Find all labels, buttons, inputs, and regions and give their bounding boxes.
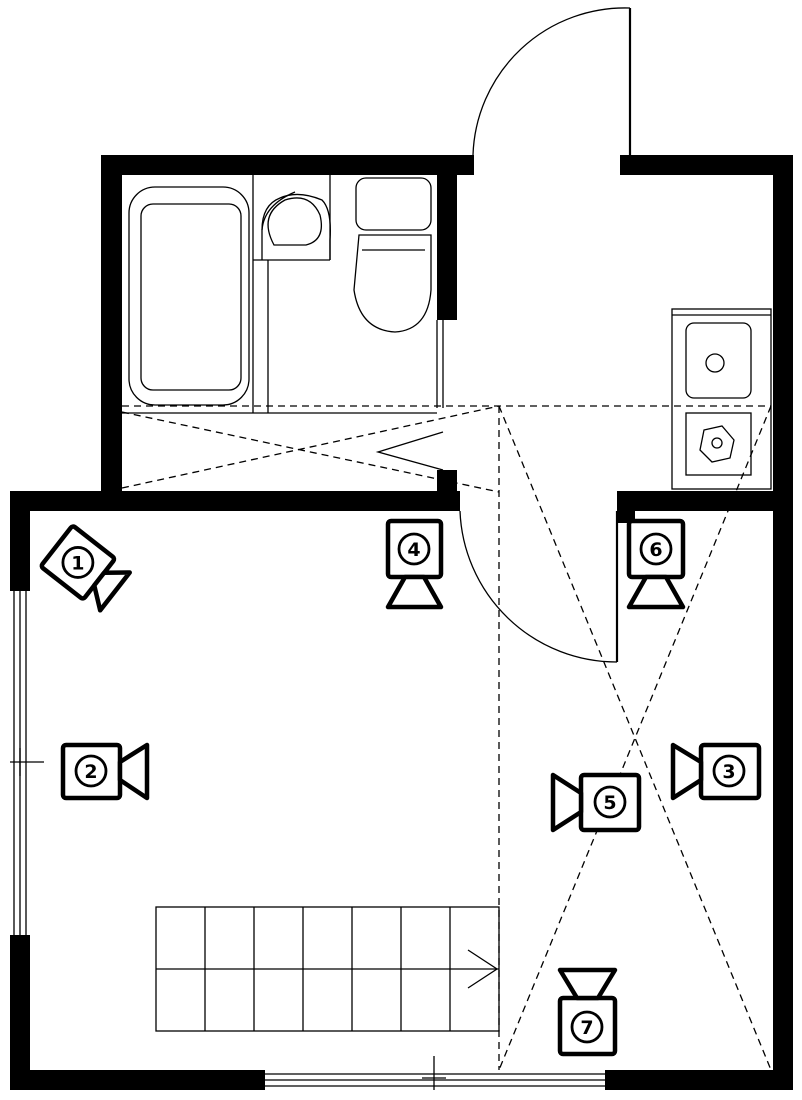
wall-mid-right-stub xyxy=(617,491,635,523)
kitchen-counter xyxy=(671,308,772,490)
wall-bath-partition xyxy=(437,165,457,320)
bathroom-folding-door xyxy=(375,320,444,471)
camera-1-label: 1 xyxy=(71,552,84,574)
camera-5[interactable]: 5 xyxy=(550,772,642,833)
camera-6[interactable]: 6 xyxy=(626,518,686,610)
wall-left-upper xyxy=(10,491,30,591)
washbasin xyxy=(253,175,331,261)
sight-lines xyxy=(121,405,772,1071)
camera-7-label: 7 xyxy=(580,1017,593,1039)
toilet xyxy=(353,177,432,333)
walls xyxy=(10,155,793,1090)
camera-7[interactable]: 7 xyxy=(557,967,618,1057)
inner-door xyxy=(459,510,619,663)
camera-3-label: 3 xyxy=(722,761,735,783)
bathtub xyxy=(122,175,437,414)
camera-6-label: 6 xyxy=(649,539,662,561)
wall-bath-top xyxy=(101,155,474,175)
camera-2-label: 2 xyxy=(84,761,97,783)
wall-entry-top xyxy=(620,155,793,175)
staircase xyxy=(155,906,500,1032)
camera-4-label: 4 xyxy=(407,539,420,561)
wall-bottom-left xyxy=(10,1070,265,1090)
wall-bath-left xyxy=(101,155,122,510)
window-bottom xyxy=(265,1056,605,1090)
camera-3[interactable]: 3 xyxy=(670,742,762,801)
wall-mid-left xyxy=(10,491,460,511)
camera-4[interactable]: 4 xyxy=(385,518,444,610)
wall-bottom-right xyxy=(605,1070,793,1090)
wall-mid-right xyxy=(617,491,793,511)
camera-5-label: 5 xyxy=(603,792,616,814)
wall-right xyxy=(773,155,793,1090)
camera-1[interactable]: 1 xyxy=(39,524,132,613)
window-left xyxy=(10,591,44,935)
camera-2[interactable]: 2 xyxy=(60,742,150,801)
wall-left-lower xyxy=(10,935,30,1090)
entrance-door xyxy=(472,7,632,156)
